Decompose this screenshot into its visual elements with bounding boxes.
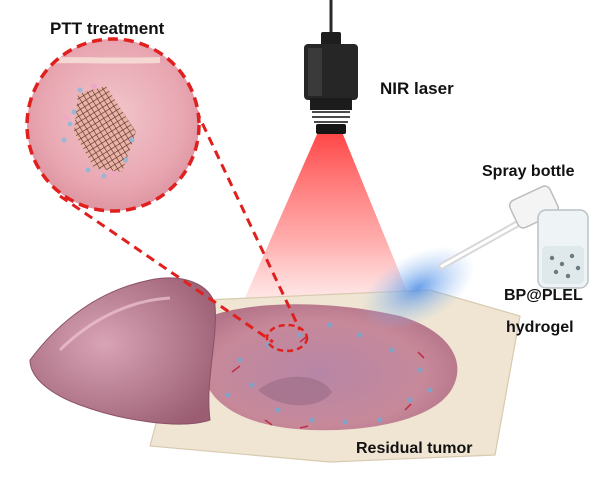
lung-lobe bbox=[29, 277, 216, 425]
laser-emitter-icon bbox=[304, 0, 358, 134]
spray-bottle-icon bbox=[438, 185, 589, 289]
ptt-treatment-label: PTT treatment bbox=[50, 19, 165, 38]
mesh-grid-icon bbox=[74, 86, 136, 172]
zoom-circle bbox=[25, 37, 201, 213]
callout-target-ellipse bbox=[265, 323, 309, 353]
material-label: BP@PLEL bbox=[504, 287, 583, 304]
lung-lobe-highlight bbox=[58, 296, 171, 352]
nir-laser-label: NIR laser bbox=[380, 79, 454, 98]
hydrogel-particles bbox=[225, 322, 433, 425]
tissue-shadow bbox=[258, 376, 332, 406]
residual-tumor-label: Residual tumor bbox=[356, 440, 473, 457]
spray-bottle-label: Spray bottle bbox=[482, 163, 575, 180]
callout-lines bbox=[59, 109, 302, 344]
hydrogel-label: hydrogel bbox=[506, 319, 574, 336]
hydrogel-red-marks bbox=[231, 336, 425, 429]
laser-beam bbox=[236, 132, 418, 318]
